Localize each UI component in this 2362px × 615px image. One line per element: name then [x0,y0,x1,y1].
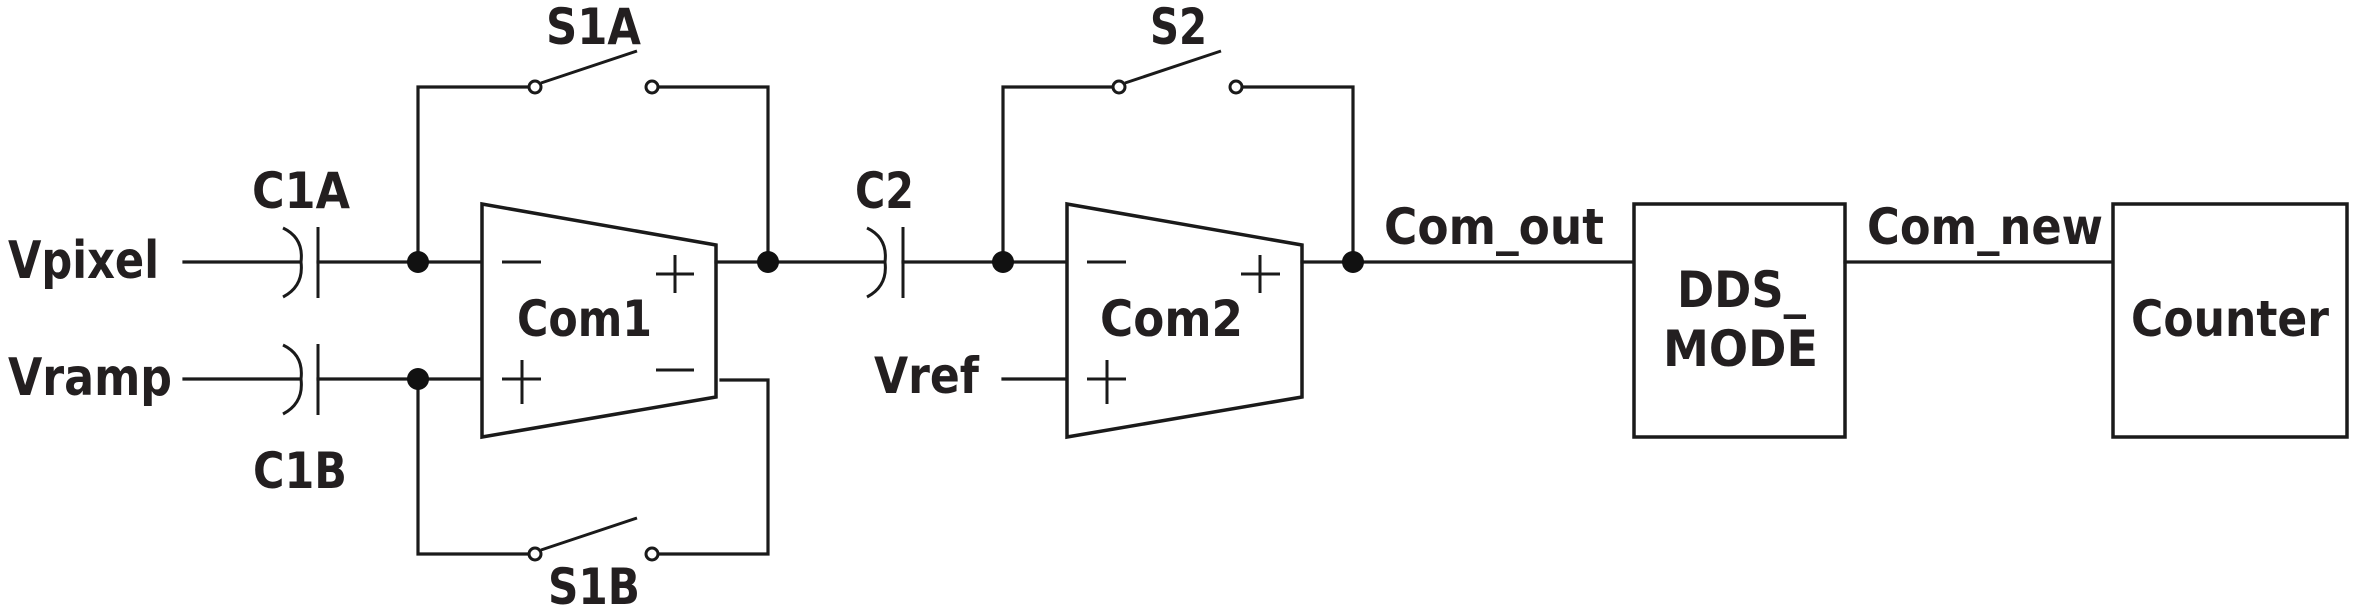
plus-sign-icon [1241,255,1280,293]
block-border [1632,202,1847,439]
switch-s1a [416,49,770,264]
com-new-label: Com_new [1867,198,2103,256]
comparator-com1 [480,201,718,440]
com1-label: Com1 [517,290,652,348]
com-out-label: Com_out [1384,198,1604,256]
plus-sign-icon [502,360,541,404]
wire-s1a-right [656,85,770,264]
dds-mode-label-line2: MODE [1663,320,1818,378]
com2-label: Com2 [1100,290,1243,348]
s1a-label: S1A [546,0,641,56]
switch-terminal [1228,79,1244,95]
s2-label: S2 [1150,0,1207,56]
switch-terminal [644,79,660,95]
dds-mode-label-line1: DDS_ [1677,261,1806,319]
switch-terminal [644,546,660,562]
junction-node [757,251,779,273]
wire-s2-right [1240,85,1355,264]
comparator-com2 [1065,201,1304,440]
capacitor-c1a [182,226,484,299]
counter-label: Counter [2131,290,2329,348]
switch-terminal [527,546,543,562]
switch-s1b [416,377,770,562]
capacitor-c2 [866,226,1069,299]
capacitor-curved-plate [282,343,303,416]
capacitor-curved-plate [866,226,887,299]
wire-s2-left [1001,85,1115,264]
block-border [2111,202,2349,439]
wire-s1a-left [416,85,531,264]
junction-node [407,251,429,273]
switch-terminal [1111,79,1127,95]
switch-lever [540,49,638,85]
dds-mode-block: DDS_ MODE [1632,202,1847,439]
switch-lever [540,516,638,552]
junction-node [407,368,429,390]
vref-label: Vref [874,347,980,405]
switch-terminal [527,79,543,95]
capacitor-c1b [182,343,484,416]
vpixel-label: Vpixel [8,231,159,291]
switch-s2 [1001,49,1355,264]
plus-sign-icon [1087,360,1126,404]
wire-s1b-right [656,378,770,556]
capacitor-curved-plate [282,226,303,299]
wire-s1b-left [416,377,531,556]
c2-label: C2 [855,162,914,220]
plus-sign-icon [656,255,694,293]
vramp-label: Vramp [8,348,172,408]
counter-block: Counter [2111,202,2349,439]
junction-node [992,251,1014,273]
s1b-label: S1B [548,558,640,615]
switch-lever [1124,49,1222,85]
junction-node [1342,251,1364,273]
c1b-label: C1B [253,442,347,500]
c1a-label: C1A [252,162,350,220]
